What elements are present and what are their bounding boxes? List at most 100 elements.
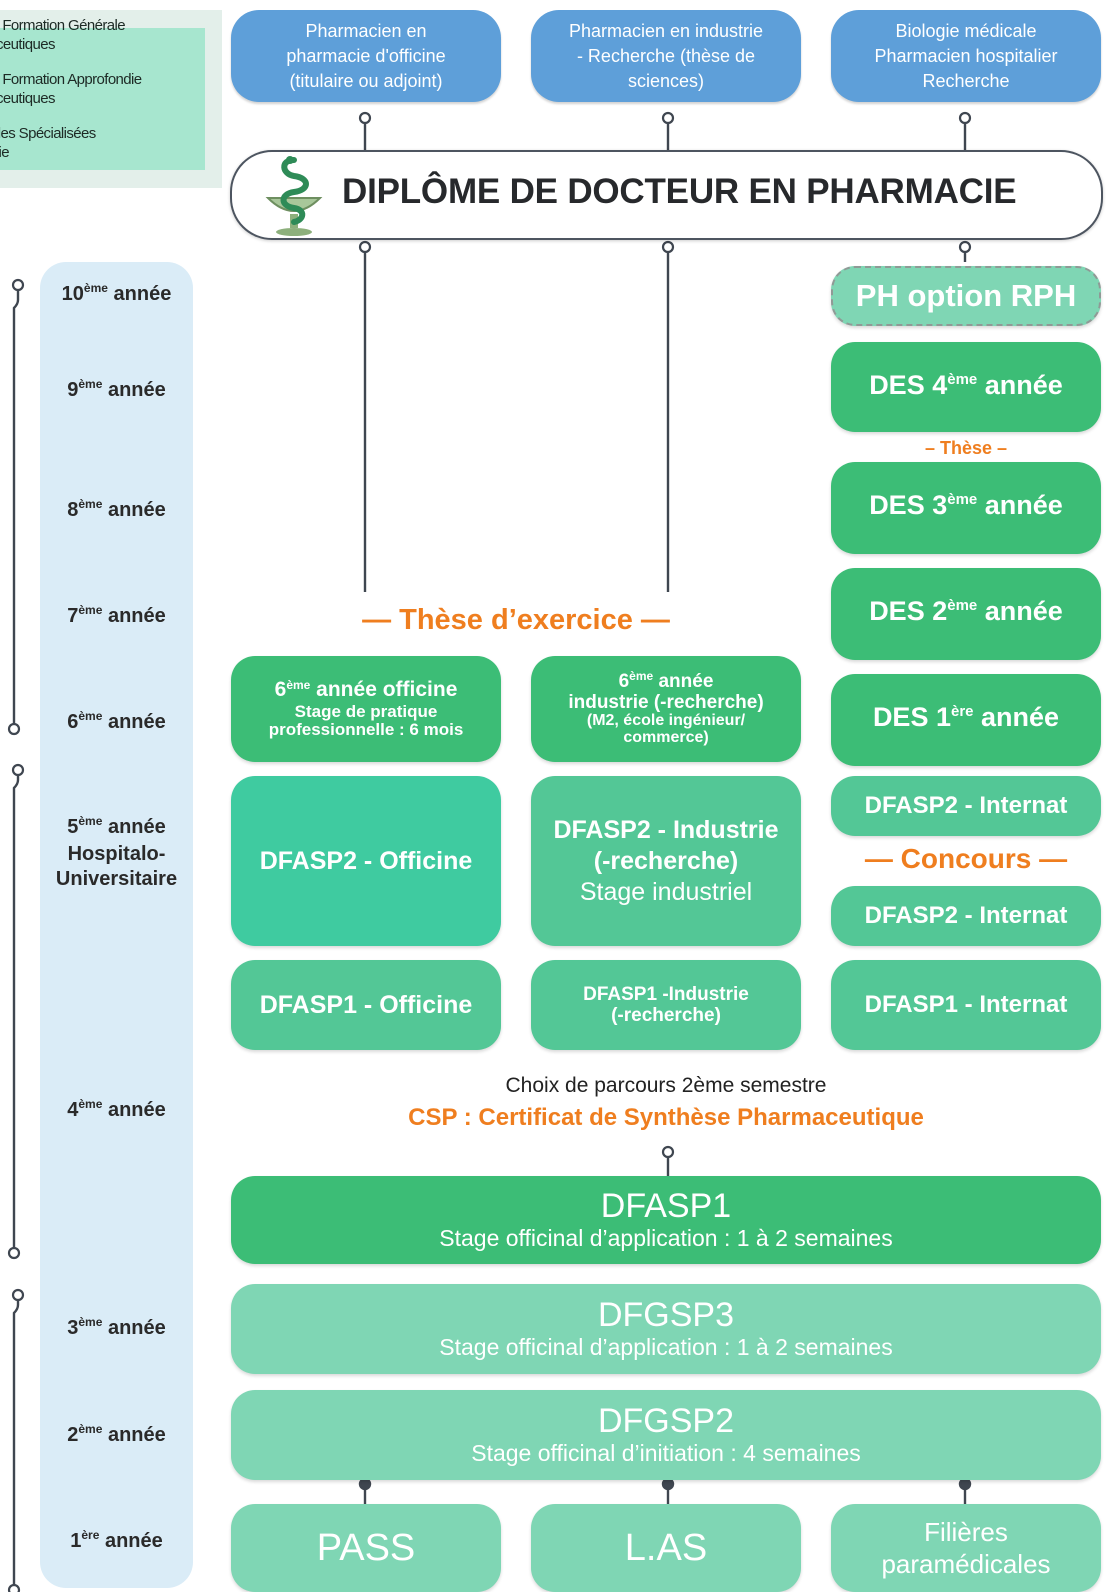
industrie-6-sup: ème [629,669,654,683]
legend-item-dfasp: e de Formation Approfondie rmaceutiques [0,71,142,107]
industrie-6-num: 6 [618,671,630,692]
dfasp2-industrie-line2: (-recherche) [593,846,739,875]
year-1: 1ère année [40,1528,193,1556]
las-box: L.AS [531,1504,801,1592]
year-number: 6 [67,711,79,733]
paramedical-box: Filières paramédicales [831,1504,1101,1592]
year-word: année [107,499,166,521]
year-6: 6ème année [40,709,193,737]
officine-6-num: 6 [274,678,287,701]
diploma-banner: DIPLÔME DE DOCTEUR EN PHARMACIE [230,150,1103,240]
dfasp1-subtitle: Stage officinal d’application : 1 à 2 se… [439,1225,893,1251]
legend-box: e de Formation Générale rmaceutiques e d… [0,17,205,170]
dfgsp2-title: DFGSP2 [597,1402,735,1440]
des-1-pre: DES 1 [872,702,951,732]
dfasp1-common-box: DFASP1 Stage officinal d’application : 1… [231,1176,1101,1264]
year-number: 2 [67,1424,79,1446]
year-sup: ème [78,497,103,511]
dfasp2-internat-mid: DFASP2 - Internat [831,886,1101,946]
year-number: 5 [67,816,79,838]
year-number: 3 [67,1317,79,1339]
officine-6-box: 6ème année officine Stage de pratique pr… [231,656,501,762]
year-column [40,262,193,1588]
des-2-sup: ème [947,597,978,614]
these-label: – Thèse – [924,438,1008,458]
diploma-title: DIPLÔME DE DOCTEUR EN PHARMACIE [342,172,1017,211]
year-word: année [107,605,166,627]
des-3-post: année [977,490,1063,520]
dfasp2-industrie-line1: DFASP2 - Industrie [553,815,779,844]
des-1-post: année [973,702,1060,732]
career-industrie: Pharmacien en industrie - Recherche (thè… [531,10,801,102]
dfgsp3-box: DFGSP3 Stage officinal d’application : 1… [231,1284,1101,1374]
paramedical-line2: paramédicales [881,1549,1051,1579]
dfasp1-industrie-box: DFASP1 -Industrie (-recherche) [531,960,801,1050]
officine-6-post: année officine [310,678,458,701]
year-word: année [107,711,166,733]
year-number: 7 [67,605,79,627]
dfgsp2-subtitle: Stage officinal d’initiation : 4 semaine… [471,1440,861,1466]
industrie-6-line3: (M2, école ingénieur/ [586,712,746,729]
year-sup: ème [78,377,103,391]
year-word: année [107,1424,166,1446]
officine-6-title: 6ème année officine [274,678,458,703]
ph-option-rph-box: PH option RPH [831,266,1101,326]
year-7: 7ème année [40,603,193,631]
industrie-6-line1: 6ème année [618,669,714,693]
legend-item-des: Etudes Spécialisées macie [0,125,96,161]
year-number: 10 [61,283,84,305]
des-2-box: DES 2ème année [831,568,1101,660]
officine-6-line2: Stage de pratique [294,702,438,721]
des-3-box: DES 3ème année [831,462,1101,554]
year-sup: ème [78,1315,103,1329]
year-sup: ème [78,1422,103,1436]
year-5-line1: 5ème année [40,814,193,842]
year-sup: ème [83,281,108,295]
year-word: année [107,1317,166,1339]
dfgsp3-title: DFGSP3 [597,1296,735,1334]
des-4-box: DES 4ème année [831,342,1101,432]
concours-label: — Concours — [864,843,1068,874]
year-10: 10ème année [40,281,193,309]
year-sup: ème [78,709,103,723]
choix-parcours-text: Choix de parcours 2ème semestre [505,1074,827,1097]
industrie-6-box: 6ème année industrie (-recherche) (M2, é… [531,656,801,762]
des-1-box: DES 1ère année [831,674,1101,766]
year-8: 8ème année [40,497,193,525]
year-4: 4ème année [40,1097,193,1125]
dfasp1-internat: DFASP1 - Internat [831,960,1101,1050]
year-sup: ème [78,814,103,828]
des-4-pre: DES 4 [869,370,948,400]
caduceus-icon [265,156,323,236]
career-hospital: Biologie médicale Pharmacien hospitalier… [831,10,1101,102]
year-9: 9ème année [40,377,193,405]
year-3: 3ème année [40,1315,193,1343]
year-word: année [107,379,166,401]
year-sup: ème [78,1097,103,1111]
dfasp1-industrie-line1: DFASP1 -Industrie [583,984,749,1005]
legend-item-dfgsp: e de Formation Générale rmaceutiques [0,17,126,53]
des-4-post: année [977,370,1063,400]
year-number: 8 [67,499,79,521]
des-2-pre: DES 2 [869,596,948,626]
des-3-pre: DES 3 [869,490,948,520]
dfasp2-internat-top: DFASP2 - Internat [831,776,1101,836]
these-exercice-label: — Thèse d’exercice — [362,604,670,636]
dfasp1-officine-box: DFASP1 - Officine [231,960,501,1050]
career-officine: Pharmacien en pharmacie d'officine (titu… [231,10,501,102]
year-number: 9 [67,379,79,401]
dfasp1-title: DFASP1 [600,1187,732,1225]
dfasp1-industrie-line2: (-recherche) [611,1005,721,1026]
officine-6-sup: ème [286,678,311,692]
year-sup: ère [81,1528,100,1542]
dfgsp2-box: DFGSP2 Stage officinal d’initiation : 4 … [231,1390,1101,1480]
paramedical-line1: Filières [924,1517,1008,1547]
year-5-line2: Hospitalo- [67,843,166,865]
year-5-line3: Universitaire [55,868,178,890]
year-number: 4 [67,1099,79,1121]
dfasp2-industrie-box: DFASP2 - Industrie (-recherche) Stage in… [531,776,801,946]
dfasp2-industrie-line3: Stage industriel [579,877,753,906]
year-2: 2ème année [40,1422,193,1450]
year-word: année [113,283,172,305]
year-5: 5ème année Hospitalo- Universitaire [40,814,193,892]
